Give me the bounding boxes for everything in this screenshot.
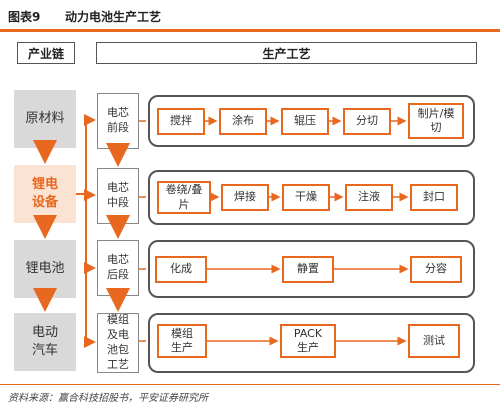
chain-lithium-battery: 锂电池 [14, 240, 76, 298]
stage-middle: 电芯 中段 [97, 168, 139, 224]
step-sealing: 封口 [410, 184, 458, 211]
stage-module-pack: 模组 及电 池包 工艺 [97, 313, 139, 373]
title-bar [0, 0, 500, 32]
step-pack-production: PACK 生产 [280, 324, 336, 358]
step-formation: 化成 [155, 256, 207, 283]
step-module-production: 模组 生产 [157, 324, 207, 358]
bracket-connector [76, 114, 96, 348]
source-note: 资料来源：赢合科技招股书，平安证券研究所 [8, 393, 208, 404]
step-injection: 注液 [345, 184, 393, 211]
chain-raw-materials: 原材料 [14, 90, 76, 148]
step-drying: 干燥 [282, 184, 330, 211]
figure-title: 动力电池生产工艺 [65, 10, 162, 24]
step-slitting: 分切 [343, 108, 391, 135]
step-arrows [139, 116, 409, 346]
figure-number: 图表9 [8, 10, 41, 24]
step-die-cutting: 制片/模 切 [408, 103, 464, 139]
step-coating: 涂布 [219, 108, 267, 135]
step-aging: 静置 [282, 256, 334, 283]
step-winding-stacking: 卷绕/叠 片 [157, 181, 211, 214]
step-testing: 测试 [408, 324, 460, 358]
step-grading: 分容 [410, 256, 462, 283]
step-welding: 焊接 [221, 184, 269, 211]
step-mixing: 搅拌 [157, 108, 205, 135]
chain-electric-vehicle: 电动 汽车 [14, 313, 76, 371]
chain-battery-equipment: 锂电 设备 [14, 165, 76, 223]
footer-rule [0, 384, 500, 385]
step-rolling: 辊压 [281, 108, 329, 135]
stage-back: 电芯 后段 [97, 240, 139, 296]
process-header: 生产工艺 [96, 42, 477, 64]
chain-header: 产业链 [17, 42, 75, 64]
